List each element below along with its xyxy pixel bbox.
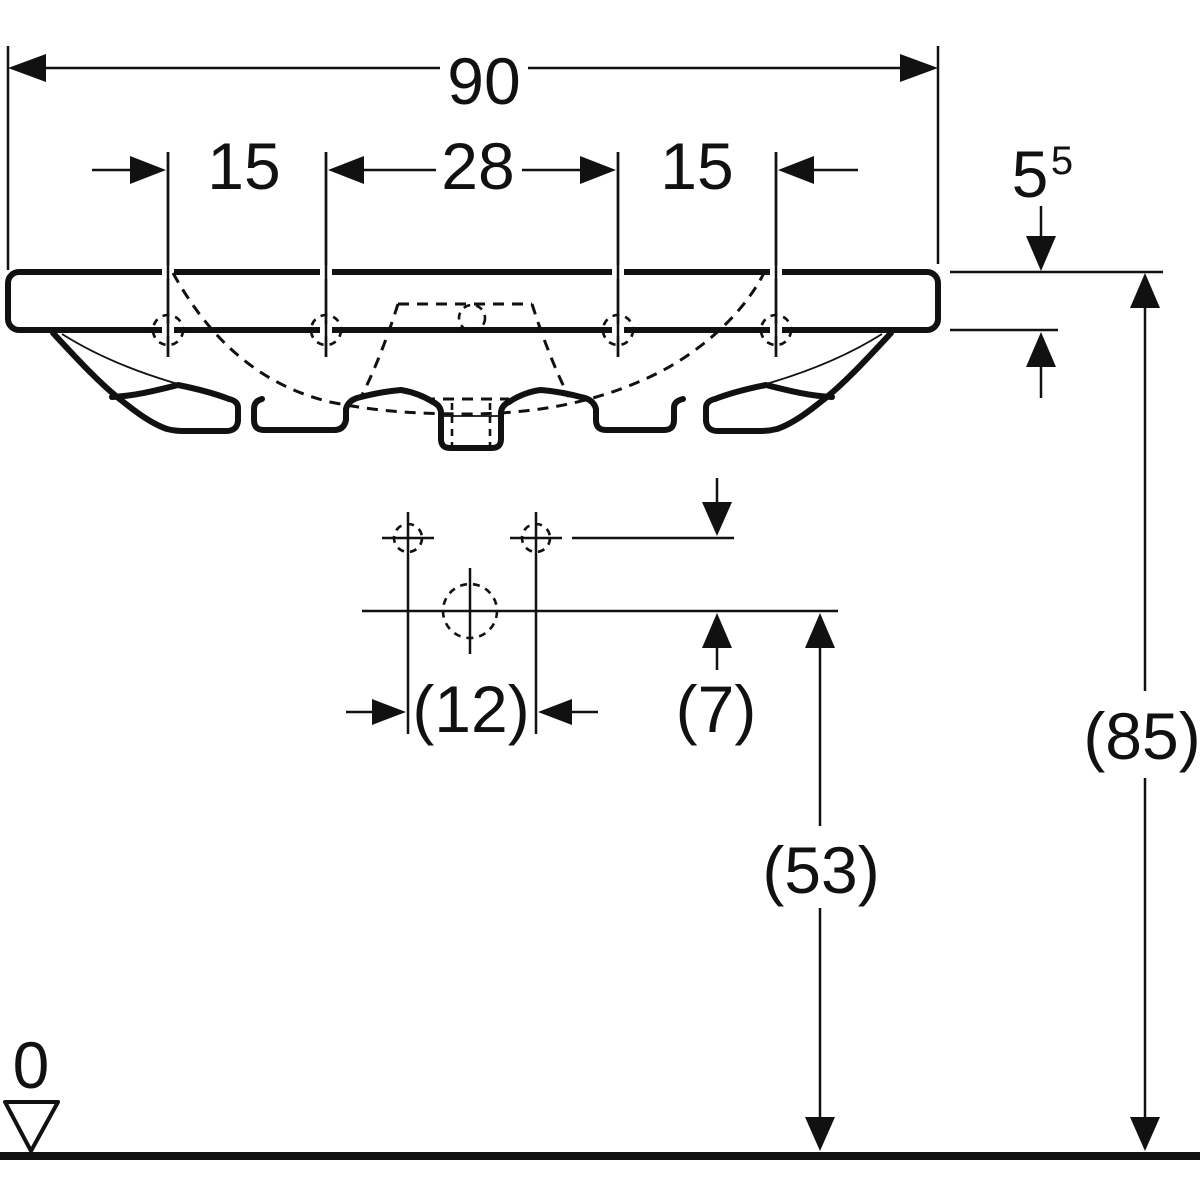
- dim-label-pitch-right: 15: [660, 129, 733, 203]
- tap-hole-marker: [309, 313, 343, 347]
- arrowhead-up-icon: [805, 613, 835, 648]
- floor-and-datum: 0: [0, 1028, 1200, 1160]
- basin-rim-slab: [5, 269, 941, 333]
- dim-drain-offset: (7): [676, 478, 757, 746]
- arrowhead-down-icon: [1130, 1117, 1160, 1151]
- hidden-trap-outline: [359, 302, 571, 401]
- dim-label-pitch-center: 28: [441, 129, 514, 203]
- tap-hole-markers: [151, 313, 793, 347]
- tap-hole-marker: [759, 313, 793, 347]
- arrowhead-right-icon: [130, 156, 166, 184]
- dim-label-fixing-spacing: (12): [412, 672, 529, 746]
- drain-outlet: [430, 399, 512, 451]
- inner-rim-line: [765, 333, 883, 385]
- dim-rim-height: (85): [1083, 273, 1200, 1151]
- arrowhead-left-icon: [328, 156, 364, 184]
- dim-label-rim-thickness-superscript: 5: [1051, 139, 1073, 183]
- dim-label-rim-height: (85): [1083, 699, 1200, 773]
- dim-label-overall-width: 90: [447, 44, 520, 118]
- overflow-hole-marker: [457, 303, 487, 333]
- inner-rim-line: [61, 333, 179, 385]
- dim-fixing-spacing: (12): [346, 672, 598, 746]
- tap-hole-marker: [151, 313, 185, 347]
- tap-hole-marker: [601, 313, 635, 347]
- arrowhead-down-icon: [805, 1117, 835, 1151]
- floor-line: [0, 1152, 1200, 1160]
- fixing-hole-marker: [520, 522, 552, 554]
- basin-front-view: [5, 152, 941, 451]
- arrowhead-left-icon: [538, 699, 572, 725]
- dim-rim-thickness: 5 5: [950, 137, 1163, 398]
- arrowhead-up-icon: [1026, 332, 1056, 367]
- arrowhead-left-icon: [778, 156, 814, 184]
- fixing-holes-detail: [362, 512, 838, 734]
- dim-label-rim-thickness: 5: [1012, 137, 1049, 211]
- dim-overall-width: 90: [6, 44, 940, 270]
- arrowhead-down-icon: [1026, 236, 1056, 271]
- arrowhead-right-icon: [372, 699, 406, 725]
- drain-hole-marker: [441, 582, 499, 640]
- arrowhead-down-icon: [702, 502, 732, 536]
- bowl-outline-right: [506, 330, 894, 434]
- arrowhead-up-icon: [702, 613, 732, 648]
- dim-drain-height: (53): [762, 613, 880, 1151]
- fixing-hole-marker: [392, 522, 424, 554]
- datum-triangle-icon: [3, 1100, 60, 1153]
- arrowhead-right-icon: [900, 54, 938, 82]
- bowl-outline-left: [50, 330, 436, 434]
- datum-zero-label: 0: [13, 1028, 50, 1102]
- arrowhead-up-icon: [1130, 273, 1160, 308]
- arrowhead-left-icon: [8, 54, 46, 82]
- hidden-bowl-outline: [171, 272, 766, 416]
- dim-label-drain-offset: (7): [676, 672, 757, 746]
- dim-label-drain-height: (53): [762, 833, 879, 907]
- dim-label-pitch-left: 15: [207, 129, 280, 203]
- arrowhead-right-icon: [580, 156, 616, 184]
